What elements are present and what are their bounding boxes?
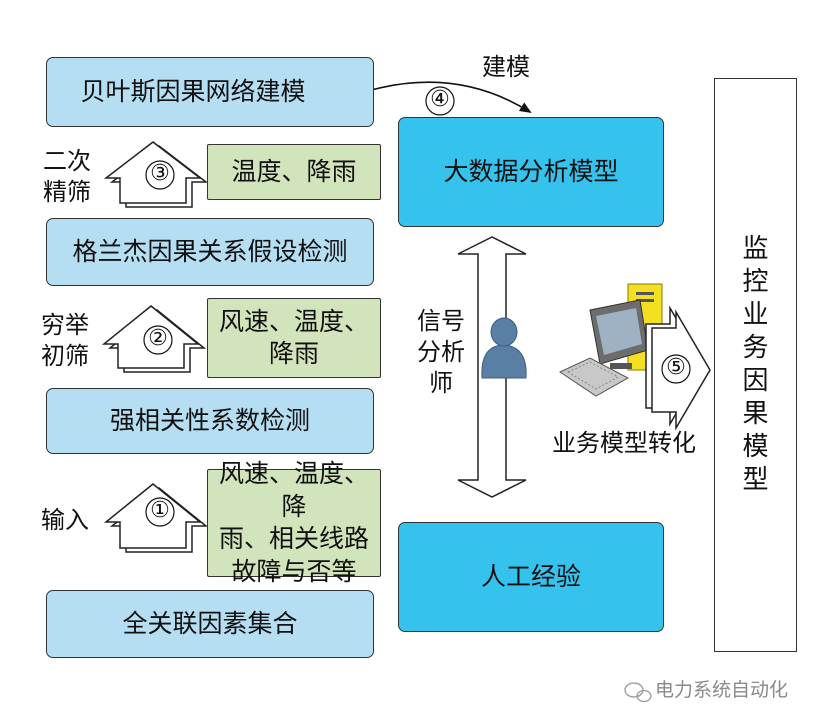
wechat-icon	[624, 682, 652, 703]
green-box-1-line3: 故障与否等	[231, 556, 357, 586]
green-box-1-line1: 风速、温度、降	[218, 459, 369, 521]
human-experience-box: 人工经验	[398, 522, 664, 632]
step-2-label-line1: 穷举	[41, 311, 89, 339]
step-number-4: ④	[430, 87, 450, 112]
watermark-text: 电力系统自动化	[655, 679, 789, 701]
green-box-1-line2: 雨、相关线路	[218, 524, 369, 553]
big-data-model-box: 大数据分析模型	[398, 117, 664, 227]
step-1-label: 输入	[41, 506, 89, 534]
circle-1	[145, 497, 175, 527]
correlation-test-text: 强相关性系数检测	[109, 406, 310, 436]
step-number-1: ①	[150, 498, 170, 523]
step-number-5: ⑤	[666, 355, 686, 380]
green-box-2-line1: 风速、温度、	[218, 306, 369, 336]
green-box-2: 风速、温度、 降雨	[207, 298, 381, 378]
monitor-char-5: 因	[742, 366, 769, 396]
correlation-test-box: 强相关性系数检测	[46, 388, 374, 454]
monitor-char-8: 型	[742, 465, 769, 496]
step-2-label-line2: 初筛	[41, 342, 89, 371]
green-box-2-line2: 降雨	[268, 339, 319, 368]
signal-analyst-line2: 分析	[417, 338, 465, 367]
step-3-label-line1: 二次	[43, 147, 91, 175]
step-number-3: ③	[150, 161, 170, 186]
monitor-char-4: 务	[742, 332, 769, 363]
step-3-label: 二次 精筛	[36, 146, 98, 208]
big-data-model-text: 大数据分析模型	[443, 157, 619, 187]
circle-5	[661, 354, 691, 384]
human-experience-text: 人工经验	[480, 562, 581, 592]
full-factor-set-box: 全关联因素集合	[46, 590, 374, 658]
granger-test-box: 格兰杰因果关系假设检测	[46, 218, 374, 286]
green-box-3: 温度、降雨	[207, 144, 381, 200]
person-icon	[481, 317, 527, 379]
full-factor-set-text: 全关联因素集合	[122, 609, 298, 639]
computer-icon	[558, 283, 663, 397]
modeling-arrow	[351, 81, 532, 114]
circle-2	[143, 325, 173, 355]
monitor-char-2: 控	[742, 266, 769, 297]
signal-analyst-line1: 信号	[417, 307, 465, 335]
monitoring-causal-model-box: 监 控 业 务 因 果 模 型	[714, 78, 797, 652]
signal-analyst-label: 信号 分析 师	[410, 306, 472, 400]
monitor-char-6: 果	[742, 399, 769, 430]
green-box-1: 风速、温度、降 雨、相关线路 故障与否等	[207, 459, 381, 586]
step-number-2: ②	[148, 326, 168, 351]
business-model-conversion-label: 业务模型转化	[552, 429, 696, 457]
monitor-char-3: 业	[742, 299, 769, 330]
bayesian-modeling-text: 贝叶斯因果网络建模	[80, 77, 306, 107]
circle-3	[145, 160, 175, 190]
green-box-3-text: 温度、降雨	[231, 156, 357, 186]
circle-4	[425, 86, 455, 116]
monitor-char-1: 监	[742, 233, 769, 264]
bayesian-modeling-box: 贝叶斯因果网络建模	[46, 57, 374, 127]
monitor-char-7: 模	[742, 432, 769, 463]
modeling-label: 建模	[482, 53, 530, 81]
step-2-label: 穷举 初筛	[34, 310, 96, 372]
signal-analyst-line3: 师	[429, 369, 453, 398]
step-3-label-line2: 精筛	[43, 178, 91, 207]
granger-test-text: 格兰杰因果关系假设检测	[72, 237, 348, 267]
